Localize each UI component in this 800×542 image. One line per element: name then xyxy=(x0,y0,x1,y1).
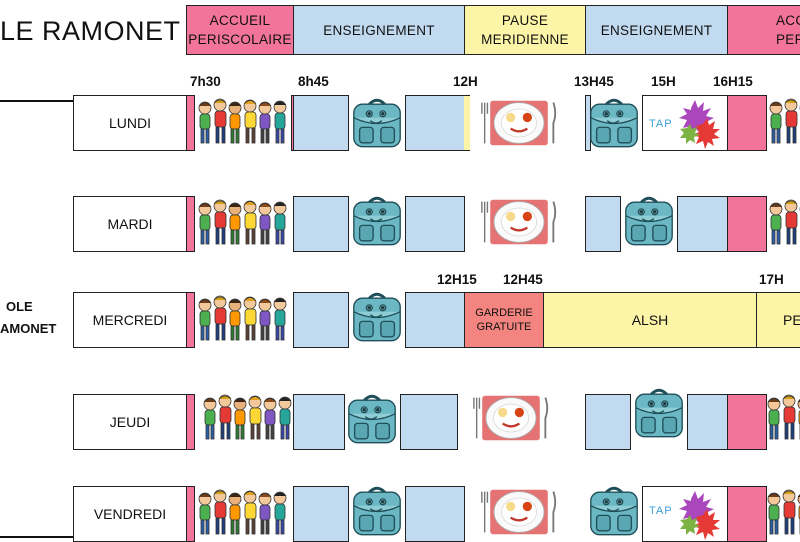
periscolaire-morning-cell xyxy=(186,394,195,450)
children-icon xyxy=(195,488,291,540)
children-icon xyxy=(764,393,800,445)
time-label: 7h30 xyxy=(190,74,221,89)
row-divider xyxy=(0,536,74,538)
time-label: 12H15 xyxy=(437,272,477,287)
children-icon xyxy=(195,97,291,149)
lunch-plate-icon xyxy=(466,392,556,444)
teaching-cell xyxy=(400,394,458,450)
schoolbag-icon xyxy=(585,96,643,151)
schoolbag-icon xyxy=(348,484,406,539)
tap-handprints-icon xyxy=(643,98,727,150)
tap-label: TAP xyxy=(649,118,673,130)
row-divider xyxy=(0,100,74,102)
time-label: 12H45 xyxy=(503,272,543,287)
teaching-cell xyxy=(405,196,465,252)
periscolaire-morning-cell xyxy=(186,196,195,252)
header-enseignement-2: ENSEIGNEMENT xyxy=(585,5,728,55)
periscolaire-evening-cell xyxy=(727,196,767,252)
schoolbag-icon xyxy=(620,194,678,249)
schoolbag-icon xyxy=(585,484,643,539)
lunch-plate-icon xyxy=(474,97,564,149)
teaching-cell xyxy=(405,292,465,348)
children-icon xyxy=(766,97,800,149)
day-mardi: MARDI xyxy=(73,196,187,252)
teaching-cell xyxy=(293,196,349,252)
lunch-plate-icon xyxy=(474,196,564,248)
header-accueil-periscolaire: ACCUEIL PERISCOLAIRE xyxy=(186,5,294,55)
teaching-cell xyxy=(293,292,349,348)
pe-label: PE xyxy=(783,312,800,328)
header-line: ENSEIGNEMENT xyxy=(323,22,435,38)
tap-cell: TAP xyxy=(642,486,728,542)
header-line: MERIDIENNE xyxy=(481,32,569,47)
school-label: OLE AMONET xyxy=(0,296,56,340)
header-line: PAUSE xyxy=(501,13,549,28)
teaching-cell xyxy=(677,196,728,252)
teaching-cell xyxy=(293,95,349,151)
teaching-cell xyxy=(405,486,465,542)
schoolbag-icon xyxy=(343,392,401,447)
header-line: PERISC xyxy=(776,32,800,47)
time-label: 17H xyxy=(759,272,784,287)
day-lundi: LUNDI xyxy=(73,95,187,151)
time-label: 12H xyxy=(453,74,478,89)
header-enseignement-1: ENSEIGNEMENT xyxy=(293,5,465,55)
header-line: ACC xyxy=(776,13,800,28)
garderie-line1: GARDERIE xyxy=(475,307,533,319)
page-title: LE RAMONET xyxy=(0,16,181,46)
header-pause-meridienne: PAUSE MERIDIENNE xyxy=(464,5,586,55)
tap-handprints-icon xyxy=(643,489,727,541)
periscolaire-evening-cell xyxy=(727,95,767,151)
garderie-cell: GARDERIE GRATUITE xyxy=(464,292,544,348)
day-jeudi: JEUDI xyxy=(73,394,187,450)
teaching-cell xyxy=(405,95,465,151)
schoolbag-icon xyxy=(348,96,406,151)
schoolbag-icon xyxy=(348,290,406,345)
time-label: 8h45 xyxy=(298,74,329,89)
periscolaire-morning-cell xyxy=(186,95,195,151)
teaching-cell xyxy=(293,394,345,450)
schoolbag-icon xyxy=(630,386,688,441)
lunch-plate-icon xyxy=(474,486,564,538)
day-mercredi: MERCREDI xyxy=(73,292,187,348)
time-label: 13H45 xyxy=(574,74,614,89)
schoolbag-icon xyxy=(348,194,406,249)
children-icon xyxy=(200,393,296,445)
periscolaire-evening-cell xyxy=(727,394,767,450)
children-icon xyxy=(764,488,800,540)
garderie-line2: GRATUITE xyxy=(476,321,532,333)
children-icon xyxy=(195,198,291,250)
children-icon xyxy=(195,294,291,346)
school-label-line1: OLE xyxy=(6,299,33,314)
teaching-cell xyxy=(293,486,349,542)
tap-label: TAP xyxy=(649,505,673,517)
teaching-cell xyxy=(585,196,621,252)
teaching-cell xyxy=(687,394,728,450)
tap-cell: TAP xyxy=(642,95,728,151)
pe-cell: PE xyxy=(756,292,800,348)
children-icon xyxy=(766,198,800,250)
header-line: PERISCOLAIRE xyxy=(188,32,292,47)
periscolaire-morning-cell xyxy=(186,486,195,542)
alsh-cell: ALSH xyxy=(543,292,757,348)
school-label-line2: AMONET xyxy=(0,321,57,336)
header-accueil-periscolaire-soir: ACC PERISC xyxy=(727,5,800,55)
day-vendredi: VENDREDI xyxy=(73,486,187,542)
periscolaire-morning-cell xyxy=(186,292,195,348)
time-label: 16H15 xyxy=(713,74,753,89)
header-line: ENSEIGNEMENT xyxy=(600,22,713,38)
teaching-cell xyxy=(585,394,631,450)
header-line: ACCUEIL xyxy=(209,13,271,28)
time-label: 15H xyxy=(651,74,676,89)
lunch-cell xyxy=(464,95,470,151)
periscolaire-evening-cell xyxy=(727,486,767,542)
